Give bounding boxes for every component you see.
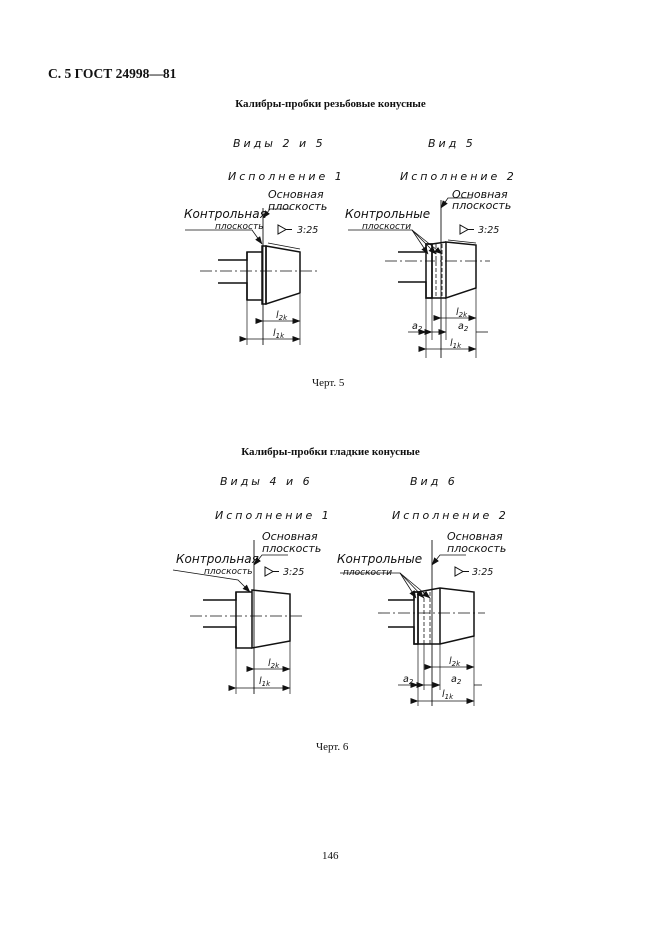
dimension-a2: a2 [451, 674, 462, 686]
control-planes-label: плоскости [362, 222, 411, 232]
control-plane-label: Контрольная [184, 207, 267, 221]
figure-caption-6: Черт. 6 [316, 741, 349, 753]
section-title-smooth: Калибры-пробки гладкие конусные [241, 446, 420, 458]
variant-label-left-5: Исполнение 1 [228, 170, 345, 183]
document-header: С. 5 ГОСТ 24998—81 [48, 66, 177, 81]
dimension-a2: a2 [412, 321, 423, 333]
control-planes-label: Контрольные [345, 207, 430, 221]
view-label-right-6: Вид 6 [410, 475, 458, 488]
dimension-l2k: l2k [449, 656, 461, 668]
control-planes-label: плоскости [343, 568, 392, 578]
dimension-a2: a2 [403, 674, 414, 686]
figure-5: Виды 2 и 5 Вид 5 Исполнение 1 Исполнение… [184, 137, 517, 358]
variant-label-right-5: Исполнение 2 [400, 170, 517, 183]
dimension-l1k: l1k [273, 328, 285, 340]
dimension-l2k: l2k [276, 310, 288, 322]
taper-label: 3:25 [472, 567, 493, 578]
basic-plane-label: плоскость [452, 199, 511, 212]
basic-plane-label: плоскость [262, 542, 321, 555]
dimension-l1k: l1k [450, 338, 462, 350]
smooth-gauge-variant-1 [172, 540, 305, 694]
basic-plane-label: плоскость [447, 542, 506, 555]
basic-plane-label: Основная [447, 530, 503, 543]
dimension-l2k: l2k [456, 307, 468, 319]
dimension-a2: a2 [458, 321, 469, 333]
view-label-left-6: Виды 4 и 6 [220, 475, 313, 488]
control-plane-label: плоскость [215, 222, 264, 232]
dimension-l2k: l2k [268, 658, 280, 670]
figure-6: Виды 4 и 6 Вид 6 Исполнение 1 Исполнение… [172, 475, 509, 706]
dimension-l1k: l1k [259, 676, 271, 688]
basic-plane-label: Основная [452, 188, 508, 201]
basic-plane-label: Основная [262, 530, 318, 543]
view-label-left-5: Виды 2 и 5 [233, 137, 326, 150]
basic-plane-label: плоскость [268, 200, 327, 213]
variant-label-left-6: Исполнение 1 [215, 509, 332, 522]
figure-caption-5: Черт. 5 [312, 377, 345, 389]
variant-label-right-6: Исполнение 2 [392, 509, 509, 522]
taper-label: 3:25 [283, 567, 304, 578]
threaded-gauge-variant-2 [348, 197, 490, 358]
control-plane-label: Контрольная [176, 552, 259, 566]
view-label-right-5: Вид 5 [428, 137, 476, 150]
section-title-threaded: Калибры-пробки резьбовые конусные [235, 98, 426, 110]
taper-label: 3:25 [478, 225, 499, 236]
threaded-gauge-variant-1 [185, 208, 318, 345]
control-planes-label: Контрольные [337, 552, 422, 566]
control-plane-label: плоскость [204, 567, 253, 577]
page-number: 146 [322, 850, 339, 862]
taper-label: 3:25 [297, 225, 318, 236]
smooth-gauge-variant-2 [340, 540, 485, 706]
basic-plane-label: Основная [268, 188, 324, 201]
dimension-l1k: l1k [442, 689, 454, 701]
